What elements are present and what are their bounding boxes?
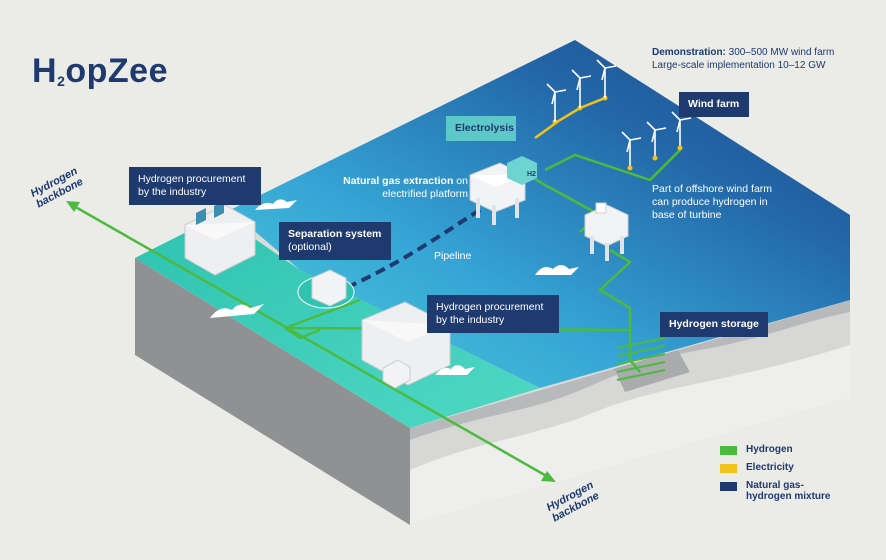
demo-label: Demonstration: bbox=[652, 47, 726, 58]
storage-hatch bbox=[616, 337, 666, 381]
electrolysis-callout: Electrolysis bbox=[446, 116, 516, 141]
rock-strata-light bbox=[410, 345, 850, 525]
turbine-node bbox=[652, 155, 658, 161]
hydrogen-storage-callout: Hydrogen storage bbox=[660, 312, 768, 337]
hydrogen-platform bbox=[584, 202, 629, 261]
wind-turbine-icons bbox=[546, 59, 692, 168]
separation-system-callout: Separation system (optional) bbox=[279, 222, 391, 260]
legend-swatch-gas-mixture bbox=[720, 482, 737, 491]
legend-swatch-hydrogen bbox=[720, 446, 737, 455]
procurement-mid-callout: Hydrogen procurement by the industry bbox=[427, 295, 559, 333]
offshore-turbine-note: Part of offshore wind farm can produce h… bbox=[652, 183, 773, 221]
turbine-node bbox=[677, 145, 683, 151]
hydrogen-route-turbines bbox=[544, 149, 681, 182]
legend: Hydrogen Electricity Natural gas-hydroge… bbox=[720, 444, 846, 509]
large-scale-text: Large-scale implementation 10–12 GW bbox=[652, 60, 826, 71]
legend-item-hydrogen: Hydrogen bbox=[720, 444, 846, 455]
legend-swatch-electricity bbox=[720, 464, 737, 473]
gas-pipeline-dashed bbox=[329, 208, 482, 297]
legend-item-electricity: Electricity bbox=[720, 462, 846, 473]
backbone-arrow-left bbox=[66, 201, 80, 212]
procurement-top-callout: Hydrogen procurement by the industry bbox=[129, 167, 261, 205]
factory-building bbox=[184, 201, 256, 276]
sea-surface bbox=[230, 40, 850, 388]
demo-value: 300–500 MW wind farm bbox=[725, 47, 835, 58]
turbine-node bbox=[627, 165, 633, 171]
hydrogen-route-industry bbox=[284, 326, 321, 340]
electricity-route bbox=[534, 96, 606, 140]
demonstration-info: Demonstration: 300–500 MW wind farm Larg… bbox=[652, 46, 834, 72]
hydrogen-backbone-line bbox=[71, 203, 551, 480]
wind-farm-callout: Wind farm bbox=[679, 92, 749, 117]
separation-system-building bbox=[297, 269, 355, 309]
backbone-arrow-right bbox=[541, 471, 556, 482]
legend-item-gas-mixture: Natural gas-hydrogen mixture bbox=[720, 480, 846, 502]
cloud-icons bbox=[210, 199, 579, 375]
page-title: H2opZee bbox=[32, 52, 168, 90]
block-front-left bbox=[135, 258, 410, 525]
h2-tag-label: H2 bbox=[527, 171, 536, 178]
gas-extraction-label: Natural gas extraction on electrified pl… bbox=[343, 175, 468, 200]
pipeline-label: Pipeline bbox=[434, 250, 472, 262]
gas-platform bbox=[469, 156, 537, 225]
